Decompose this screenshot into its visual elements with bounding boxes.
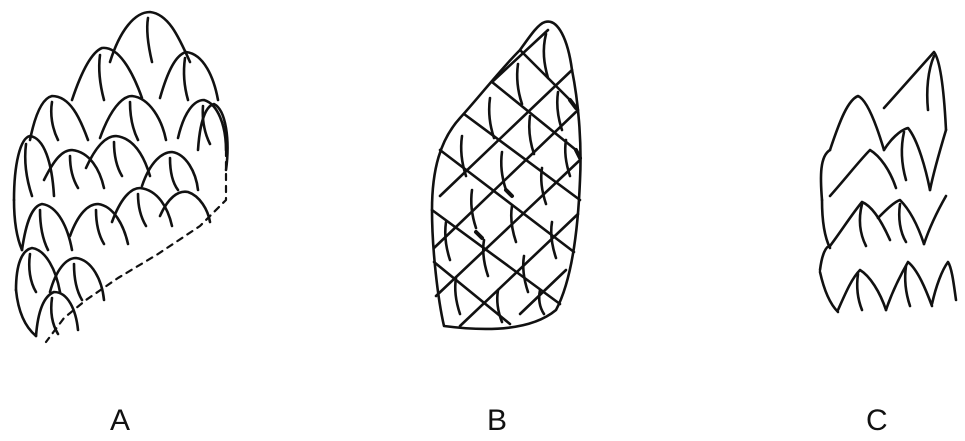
- scale-c-9: [878, 200, 924, 244]
- scale-c-15: [932, 262, 956, 304]
- scale-a-2: [72, 48, 142, 100]
- panel-c-drawing: [820, 52, 956, 312]
- panel-label-a: A: [110, 404, 130, 438]
- scale-a-7: [14, 136, 54, 200]
- scale-c-1: [830, 96, 884, 150]
- scale-c-4: [830, 150, 896, 196]
- scale-a-4: [30, 96, 88, 140]
- scale-a-12: [22, 204, 72, 250]
- scale-a-13: [70, 204, 128, 244]
- scale-c-12: [820, 272, 838, 312]
- scale-a-15: [160, 192, 210, 222]
- scale-c-11: [820, 246, 830, 270]
- scale-c-2: [884, 52, 946, 130]
- panel-a-drawing: [14, 12, 228, 342]
- scale-c-3: [821, 150, 830, 200]
- scale-a-16: [16, 248, 60, 292]
- panel-label-c: C: [866, 404, 888, 438]
- scale-c-7: [822, 200, 830, 248]
- panel-label-b: B: [487, 404, 507, 438]
- panel-b-drawing: [432, 22, 581, 329]
- scale-c-13: [838, 270, 886, 310]
- scale-a-5: [100, 96, 166, 140]
- scale-c-6: [930, 130, 946, 190]
- scale-c-10: [924, 196, 946, 244]
